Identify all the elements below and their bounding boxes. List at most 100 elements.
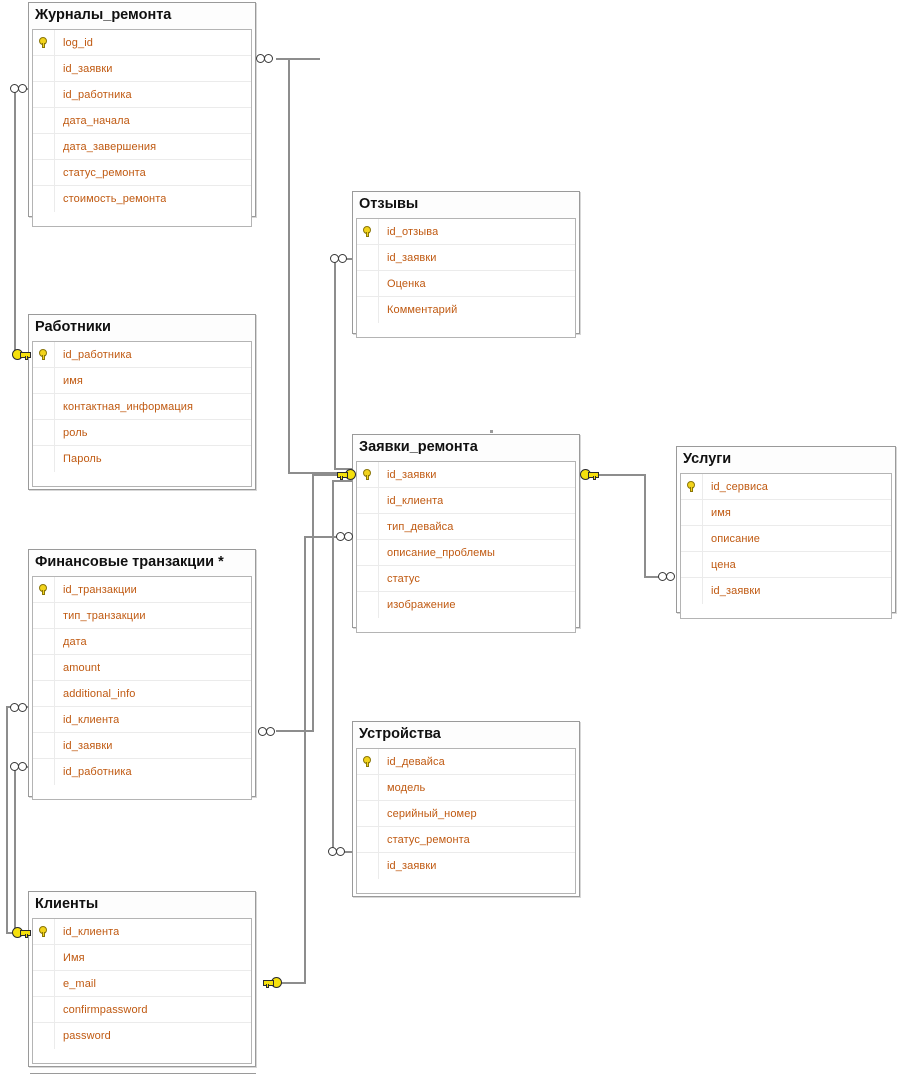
attribute-label: цена bbox=[711, 558, 736, 571]
attribute-row[interactable]: имя bbox=[33, 368, 251, 394]
crowfoot-many-icon-ustroystva-left bbox=[328, 846, 348, 857]
attribute-row[interactable]: модель bbox=[357, 775, 575, 801]
attribute-row[interactable]: описание_проблемы bbox=[357, 540, 575, 566]
attribute-gutter bbox=[33, 1023, 55, 1049]
attribute-row[interactable]: id_отзыва bbox=[357, 219, 575, 245]
attribute-gutter bbox=[33, 629, 55, 654]
attribute-row[interactable]: e_mail bbox=[33, 971, 251, 997]
attribute-gutter bbox=[357, 540, 379, 565]
attribute-label: id_работника bbox=[63, 88, 132, 101]
attribute-row[interactable]: Оценка bbox=[357, 271, 575, 297]
attribute-row[interactable]: Имя bbox=[33, 945, 251, 971]
crowfoot-many-icon-zhurnaly-right bbox=[256, 53, 276, 64]
rel-zayavki-zhurnaly-seg-v bbox=[288, 58, 290, 474]
attribute-row[interactable]: id_заявки bbox=[33, 733, 251, 759]
attribute-filler-row bbox=[357, 323, 575, 337]
attribute-row[interactable]: id_работника bbox=[33, 759, 251, 785]
attribute-row[interactable]: описание bbox=[681, 526, 891, 552]
attribute-row[interactable]: имя bbox=[681, 500, 891, 526]
attribute-row[interactable]: статус bbox=[357, 566, 575, 592]
attribute-gutter bbox=[33, 368, 55, 393]
crowfoot-many-icon-finansovye-right bbox=[258, 726, 278, 737]
attribute-row[interactable]: Пароль bbox=[33, 446, 251, 472]
attribute-row[interactable]: additional_info bbox=[33, 681, 251, 707]
primary-key-icon bbox=[362, 226, 373, 237]
attribute-row[interactable]: id_транзакции bbox=[33, 577, 251, 603]
attribute-label: id_клиента bbox=[387, 494, 444, 507]
attribute-label: id_заявки bbox=[63, 739, 113, 752]
attribute-row[interactable]: id_сервиса bbox=[681, 474, 891, 500]
attribute-label: серийный_номер bbox=[387, 807, 477, 820]
attribute-row[interactable]: статус_ремонта bbox=[357, 827, 575, 853]
attribute-row[interactable]: дата_завершения bbox=[33, 134, 251, 160]
rel-zayavki-otzyvy-seg-v bbox=[334, 258, 336, 470]
attribute-row[interactable]: id_заявки bbox=[33, 56, 251, 82]
attribute-row[interactable]: id_клиента bbox=[33, 707, 251, 733]
key-one-icon-klienty-right bbox=[262, 977, 282, 989]
entity-title-zayavki_remonta: Заявки_ремонта bbox=[353, 435, 579, 461]
attribute-row[interactable]: серийный_номер bbox=[357, 801, 575, 827]
attribute-row[interactable]: id_заявки bbox=[357, 462, 575, 488]
attribute-label: роль bbox=[63, 426, 88, 439]
attribute-row[interactable]: стоимость_ремонта bbox=[33, 186, 251, 212]
attribute-row[interactable]: тип_транзакции bbox=[33, 603, 251, 629]
key-one-icon-zayavki-right bbox=[580, 469, 600, 481]
attribute-row[interactable]: confirmpassword bbox=[33, 997, 251, 1023]
attribute-row[interactable]: дата bbox=[33, 629, 251, 655]
attribute-gutter bbox=[357, 297, 379, 323]
attribute-gutter bbox=[33, 997, 55, 1022]
attribute-row[interactable]: id_клиента bbox=[33, 919, 251, 945]
attribute-gutter bbox=[33, 446, 55, 472]
attribute-filler-row bbox=[681, 604, 891, 618]
attribute-label: confirmpassword bbox=[63, 1003, 148, 1016]
attribute-label: имя bbox=[63, 374, 83, 387]
attribute-gutter bbox=[33, 655, 55, 680]
attribute-label: id_заявки bbox=[387, 468, 437, 481]
attribute-row[interactable]: Комментарий bbox=[357, 297, 575, 323]
attribute-row[interactable]: статус_ремонта bbox=[33, 160, 251, 186]
attribute-row[interactable]: id_работника bbox=[33, 342, 251, 368]
rel-zayavki-finansovye-seg-h-in bbox=[276, 730, 314, 732]
attribute-gutter bbox=[33, 420, 55, 445]
key-icon bbox=[681, 474, 703, 499]
primary-key-icon bbox=[38, 584, 49, 595]
attribute-row[interactable]: id_заявки bbox=[681, 578, 891, 604]
attribute-label: id_клиента bbox=[63, 713, 120, 726]
attribute-row[interactable]: id_заявки bbox=[357, 853, 575, 879]
attribute-label: amount bbox=[63, 661, 101, 674]
attribute-row[interactable]: тип_девайса bbox=[357, 514, 575, 540]
attribute-gutter bbox=[33, 134, 55, 159]
rel-zayavki-uslugi-seg-v bbox=[644, 474, 646, 578]
attribute-row[interactable]: id_девайса bbox=[357, 749, 575, 775]
attribute-label: контактная_информация bbox=[63, 400, 194, 413]
attribute-label: e_mail bbox=[63, 977, 97, 990]
attribute-row[interactable]: контактная_информация bbox=[33, 394, 251, 420]
attribute-label: id_заявки bbox=[387, 251, 437, 264]
attribute-row[interactable]: amount bbox=[33, 655, 251, 681]
attribute-row[interactable]: password bbox=[33, 1023, 251, 1049]
attribute-gutter bbox=[681, 526, 703, 551]
attribute-gutter bbox=[357, 566, 379, 591]
attribute-row[interactable]: дата_начала bbox=[33, 108, 251, 134]
primary-key-icon bbox=[362, 756, 373, 767]
attribute-row[interactable]: log_id bbox=[33, 30, 251, 56]
attribute-row[interactable]: роль bbox=[33, 420, 251, 446]
attribute-row[interactable]: id_клиента bbox=[357, 488, 575, 514]
rel-zayavki-finansovye-seg-v bbox=[312, 474, 314, 732]
attribute-row[interactable]: id_работника bbox=[33, 82, 251, 108]
stray-mark-klienty-bottom bbox=[30, 1073, 256, 1074]
primary-key-icon bbox=[38, 349, 49, 360]
attribute-row[interactable]: id_заявки bbox=[357, 245, 575, 271]
attribute-row[interactable]: изображение bbox=[357, 592, 575, 618]
entity-zayavki_remonta[interactable]: Заявки_ремонта id_заявки id_клиента тип_дев… bbox=[352, 434, 580, 633]
attribute-row[interactable]: цена bbox=[681, 552, 891, 578]
